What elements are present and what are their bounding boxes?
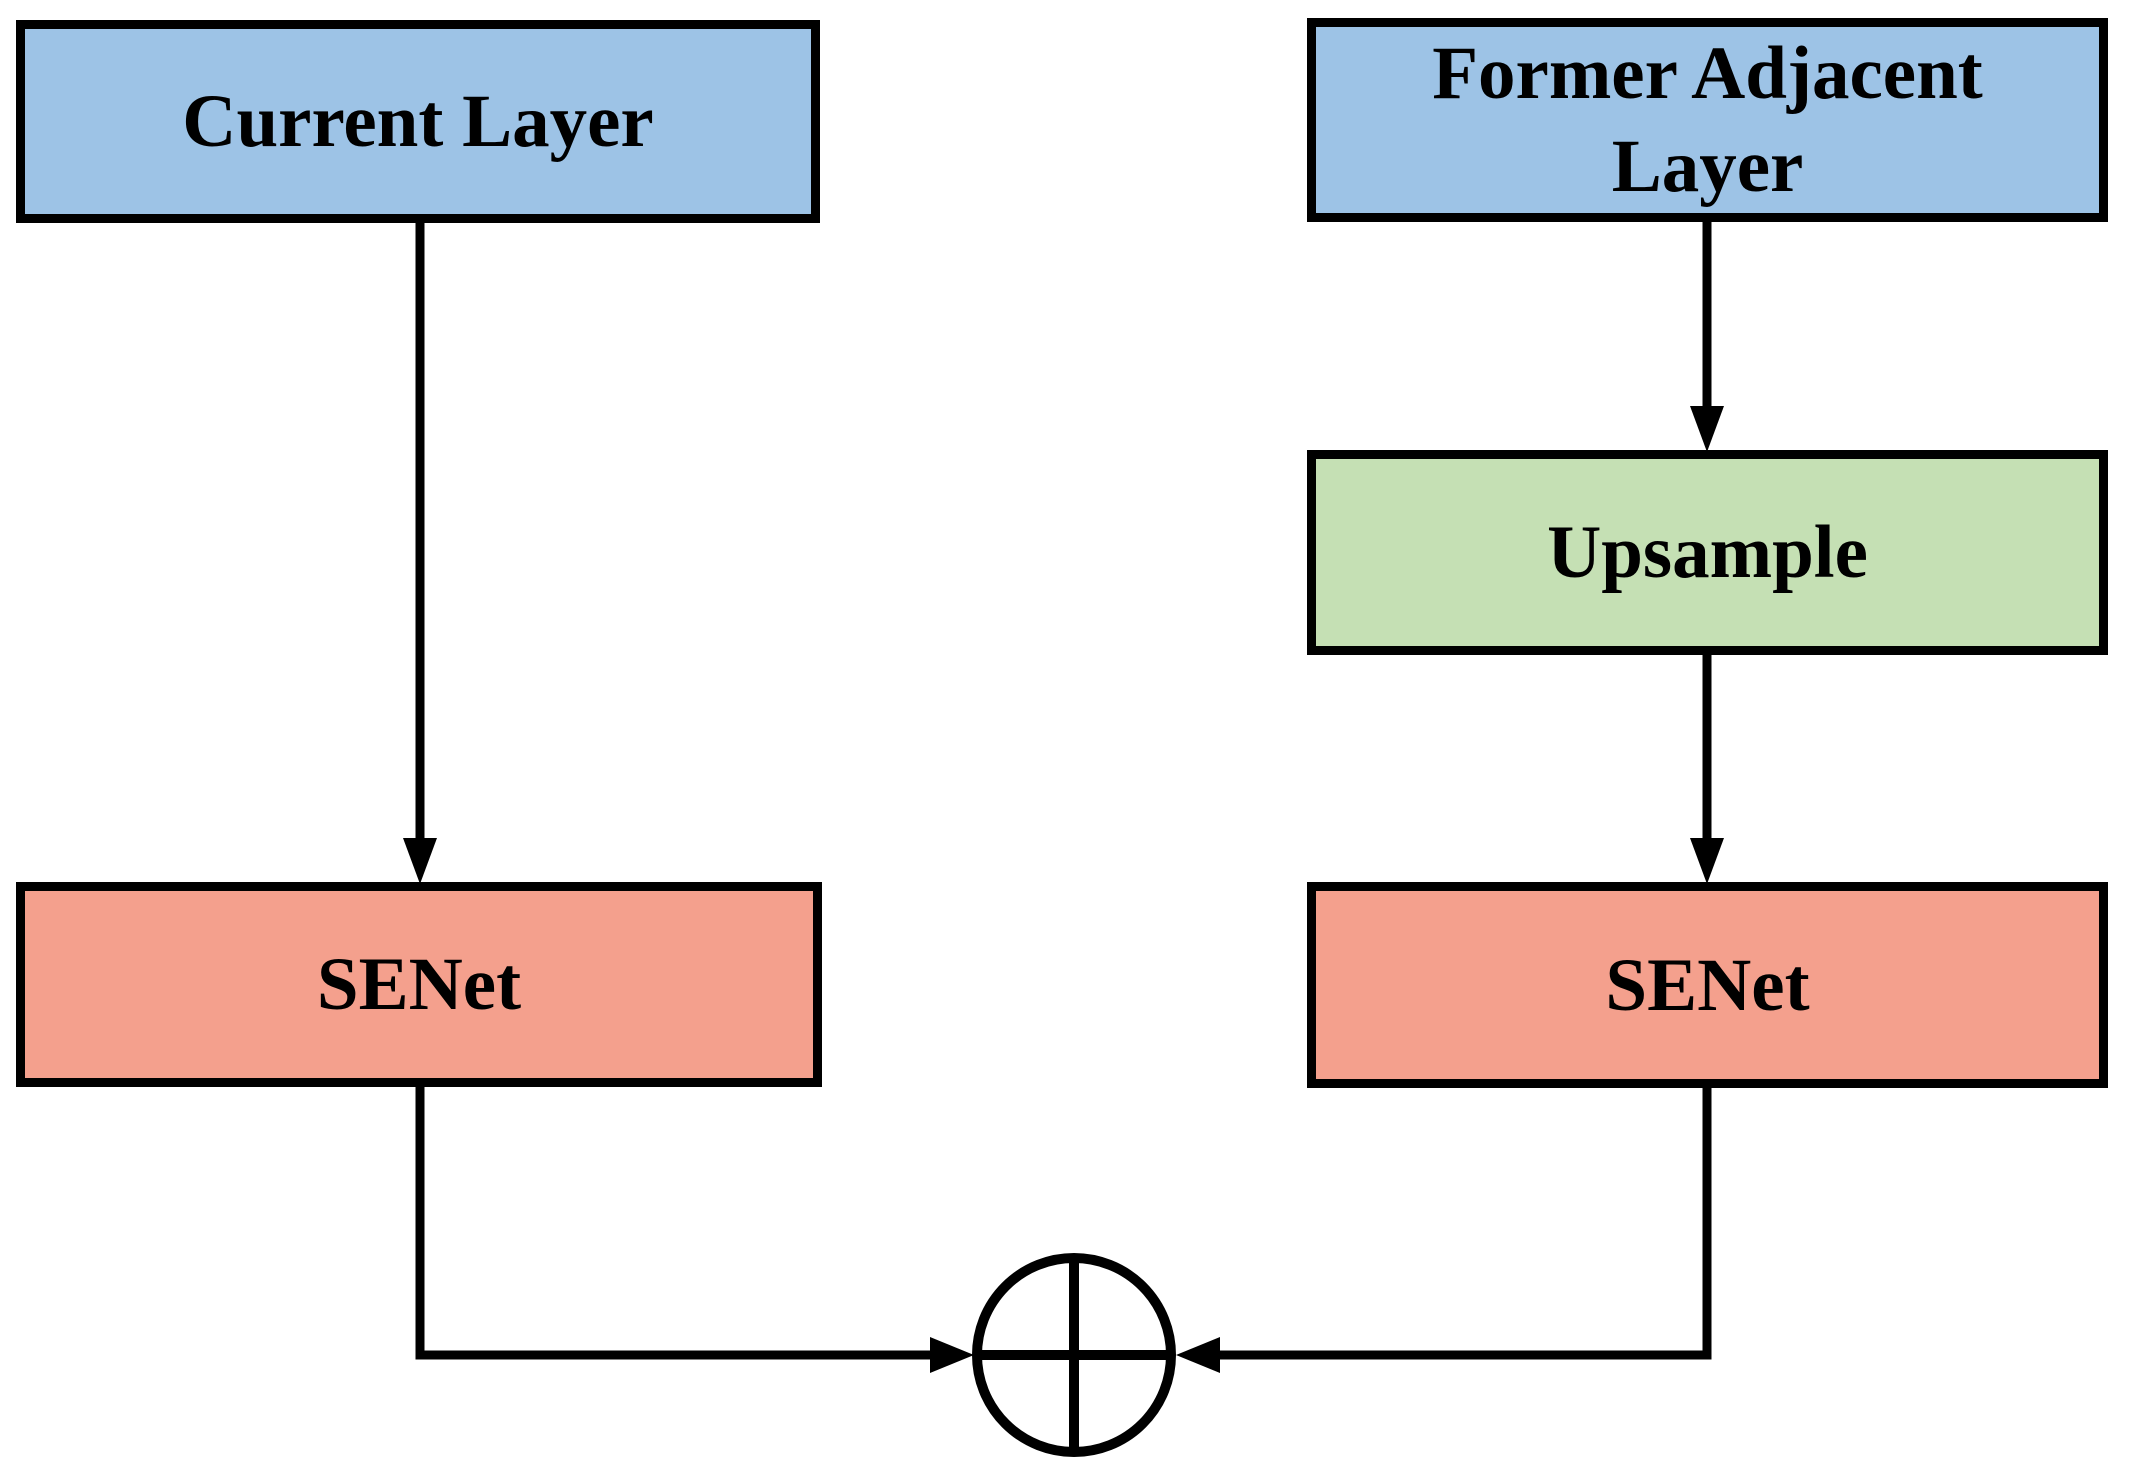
node-former-adjacent-layer-label: Former Adjacent Layer: [1432, 32, 1983, 208]
arrow-current-to-senet-left: [403, 219, 437, 884]
node-senet-right-label: SENet: [1605, 943, 1810, 1027]
node-upsample-label: Upsample: [1547, 511, 1868, 594]
arrow-upsample-to-senet-right: [1690, 651, 1724, 884]
circle-plus-icon: [972, 1253, 1176, 1457]
node-upsample: Upsample: [1307, 450, 2108, 655]
arrow-senet-left-to-sum: [415, 1083, 974, 1373]
node-current-layer-label: Current Layer: [182, 80, 654, 163]
node-senet-left-label: SENet: [316, 943, 522, 1026]
node-senet-left: SENet: [16, 882, 822, 1087]
arrow-former-to-upsample: [1690, 218, 1724, 452]
node-senet-right: SENet: [1307, 882, 2108, 1088]
node-former-adjacent-layer: Former Adjacent Layer: [1307, 18, 2108, 222]
node-current-layer: Current Layer: [16, 20, 820, 223]
arrow-senet-right-to-sum: [1176, 1084, 1712, 1373]
